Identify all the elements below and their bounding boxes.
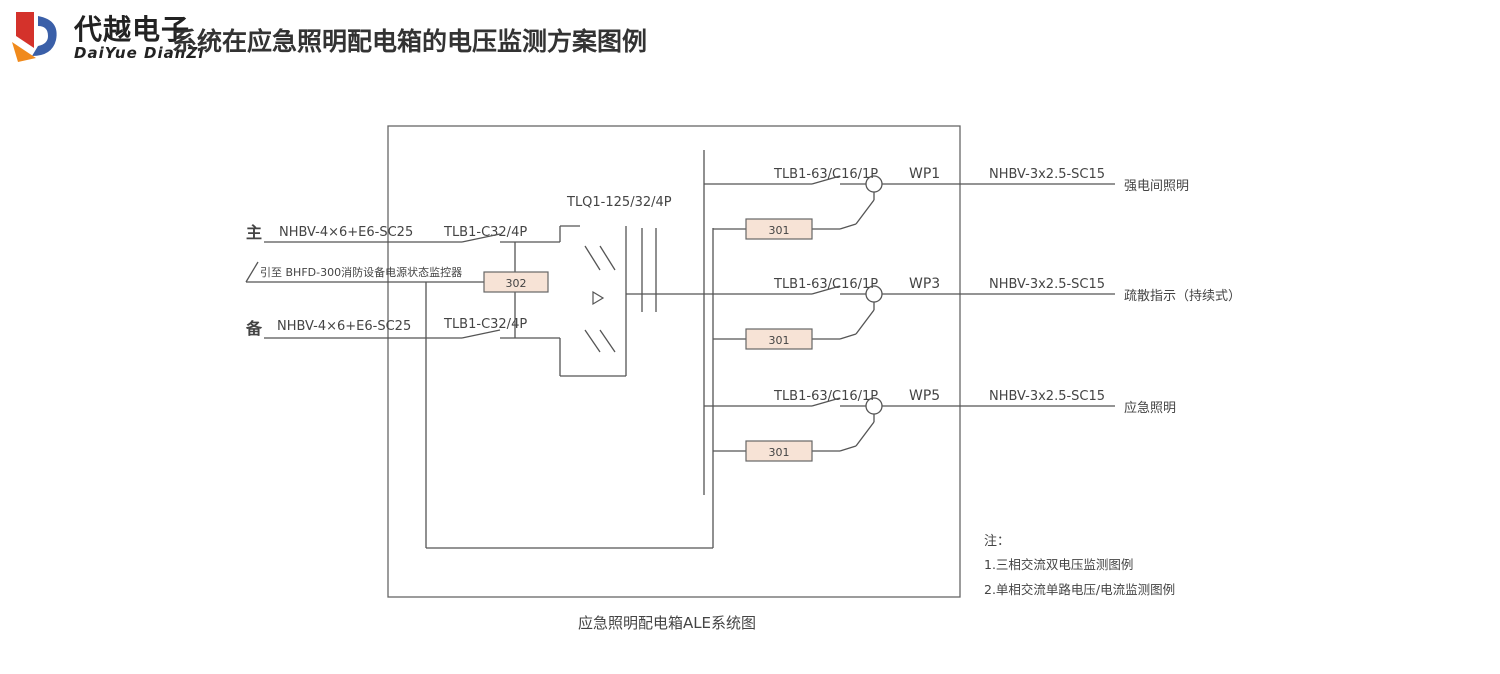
branch-3-ct-signal xyxy=(855,421,875,447)
branch-3-circuit-label: WP5 xyxy=(909,388,940,404)
page-title: 系统在应急照明配电箱的电压监测方案图例 xyxy=(172,27,648,56)
branch-3-breaker-contact xyxy=(811,397,841,407)
logo-mark-icon xyxy=(12,12,57,62)
branch-2-breaker-label: TLB1-63/C16/1P xyxy=(773,277,878,292)
monitor-note-slash xyxy=(245,261,259,283)
notes-heading: 注： xyxy=(984,534,1010,549)
branch-3-load-label: 应急照明 xyxy=(1124,400,1176,416)
branch-1-breaker-contact xyxy=(811,175,841,185)
ats-actuator-icon xyxy=(592,290,605,306)
logo-english-text: DaiYue DianZi xyxy=(74,44,205,62)
branch-1-ct-signal xyxy=(855,199,875,225)
branch-2-breaker-contact xyxy=(811,285,841,295)
main-supply-label: 主 xyxy=(246,223,262,242)
note-item-1: 1.三相交流双电压监测图例 xyxy=(984,557,1133,572)
ats-label: TLQ1-125/32/4P xyxy=(566,195,672,210)
branch-1-module-label: 301 xyxy=(769,224,790,237)
main-cable-label: NHBV-4×6+E6-SC25 xyxy=(279,225,413,240)
ats-contact-d xyxy=(599,329,616,353)
brand-logo: 代越电子 DaiYue DianZi xyxy=(8,6,208,66)
branch-1-circuit-label: WP1 xyxy=(909,166,940,182)
branch-2-circuit-label: WP3 xyxy=(909,276,940,292)
ats-contact-b xyxy=(599,245,616,271)
cabinet-frame xyxy=(387,125,961,598)
branch-3-module-link xyxy=(839,445,857,452)
branch-1-monitor-module xyxy=(745,218,813,240)
ats-contact-c xyxy=(584,329,601,353)
branch-3-module-label: 301 xyxy=(769,446,790,459)
ats-contact-a xyxy=(584,245,601,271)
branch-1-breaker-label: TLB1-63/C16/1P xyxy=(773,167,878,182)
backup-breaker-contact xyxy=(461,329,501,339)
branch-2-monitor-module xyxy=(745,328,813,350)
branch-2-module-link xyxy=(839,333,857,340)
backup-supply-label: 备 xyxy=(245,319,263,338)
backup-breaker-label: TLB1-C32/4P xyxy=(443,317,527,332)
branch-1-module-link xyxy=(839,223,857,230)
main-breaker-label: TLB1-C32/4P xyxy=(443,225,527,240)
monitor-module-302 xyxy=(483,271,549,293)
branch-1-load-label: 强电间照明 xyxy=(1124,179,1189,194)
backup-cable-label: NHBV-4×6+E6-SC25 xyxy=(277,319,411,334)
branch-1-cable-label: NHBV-3x2.5-SC15 xyxy=(989,167,1105,182)
branch-2-module-label: 301 xyxy=(769,334,790,347)
diagram-caption: 应急照明配电箱ALE系统图 xyxy=(578,614,756,632)
branch-3-breaker-label: TLB1-63/C16/1P xyxy=(773,389,878,404)
logo-chinese-text: 代越电子 xyxy=(74,13,191,46)
branch-2-cable-label: NHBV-3x2.5-SC15 xyxy=(989,277,1105,292)
branch-2-load-label: 疏散指示（持续式） xyxy=(1124,289,1241,304)
note-item-2: 2.单相交流单路电压/电流监测图例 xyxy=(984,582,1175,597)
branch-3-monitor-module xyxy=(745,440,813,462)
branch-3-cable-label: NHBV-3x2.5-SC15 xyxy=(989,389,1105,404)
monitor-module-302-label: 302 xyxy=(506,277,527,290)
main-breaker-contact xyxy=(461,233,501,243)
branch-2-ct-signal xyxy=(855,309,875,335)
monitor-note-label: 引至 BHFD-300消防设备电源状态监控器 xyxy=(260,265,462,279)
